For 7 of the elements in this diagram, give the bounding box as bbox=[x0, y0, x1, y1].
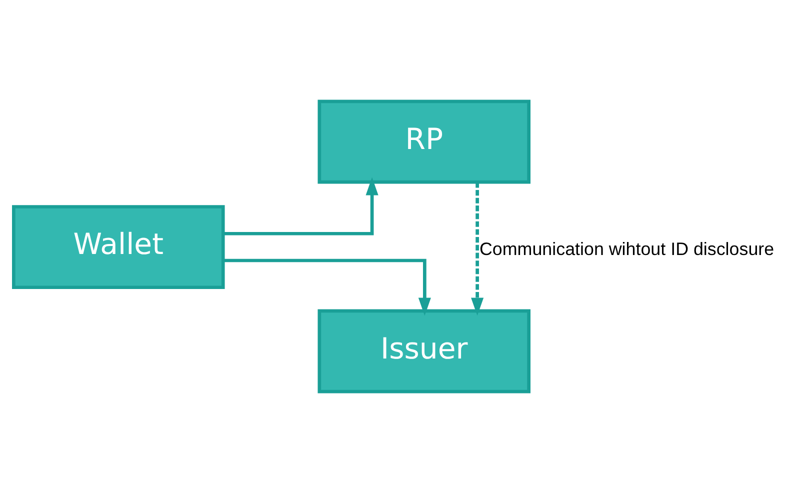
node-box: RP bbox=[318, 99, 530, 184]
arrow bbox=[223, 258, 431, 316]
node-box: Wallet bbox=[12, 204, 225, 289]
edge-label: Communication wihtout ID disclosure bbox=[480, 238, 774, 259]
arrow bbox=[471, 182, 484, 316]
node-box: Issuer bbox=[318, 308, 530, 393]
arrow bbox=[223, 176, 378, 235]
